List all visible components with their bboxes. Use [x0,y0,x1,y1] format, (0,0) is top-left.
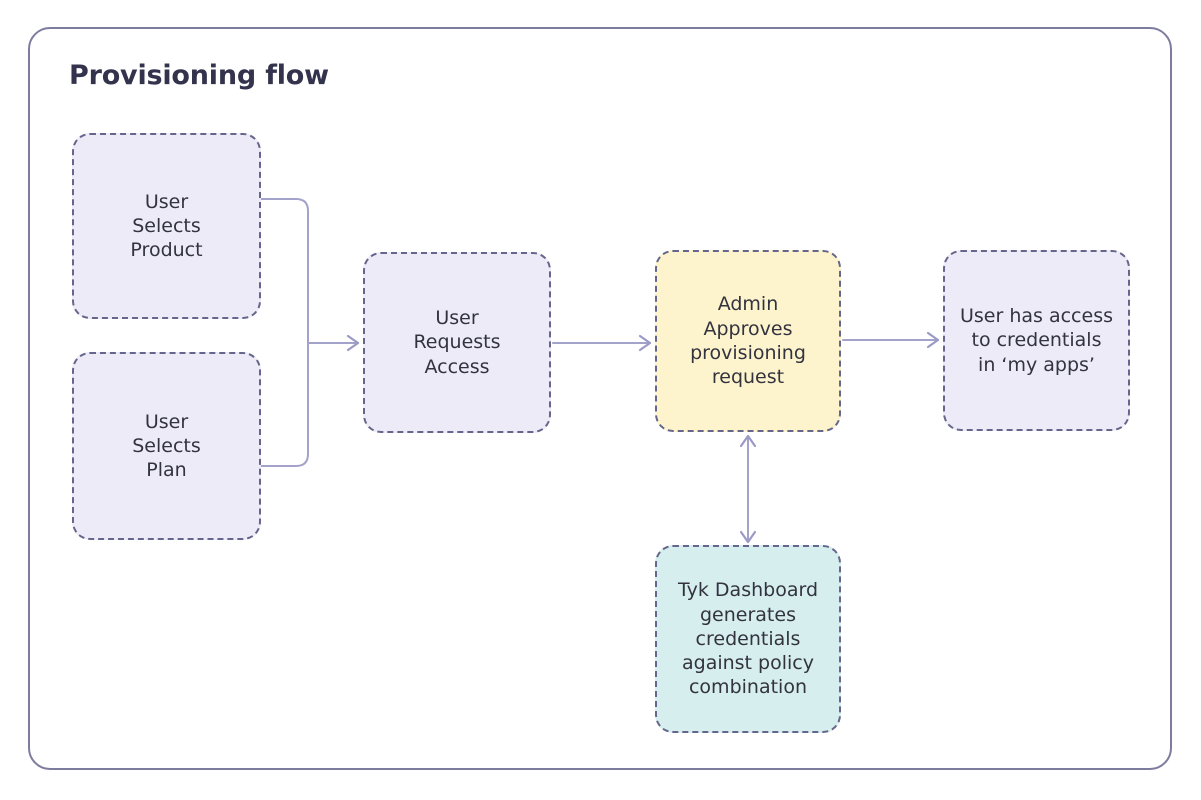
node-label: User has access to credentials in ‘my ap… [960,305,1113,376]
node-tyk-dashboard[interactable]: Tyk Dashboard generates credentials agai… [655,545,841,733]
node-label: User Selects Product [130,190,203,262]
node-admin-approves[interactable]: Admin Approves provisioning request [655,250,841,432]
diagram-frame [28,27,1172,770]
node-user-has-access[interactable]: User has access to credentials in ‘my ap… [943,250,1130,431]
node-user-selects-plan[interactable]: User Selects Plan [72,352,261,540]
node-label: Admin Approves provisioning request [690,293,806,389]
node-user-requests-access[interactable]: User Requests Access [363,252,551,433]
page-title: Provisioning flow [69,60,329,91]
node-user-selects-product[interactable]: User Selects Product [72,133,261,319]
node-label: User Requests Access [413,307,501,378]
node-label: Tyk Dashboard generates credentials agai… [677,579,818,699]
node-label: User Selects Plan [132,410,201,482]
